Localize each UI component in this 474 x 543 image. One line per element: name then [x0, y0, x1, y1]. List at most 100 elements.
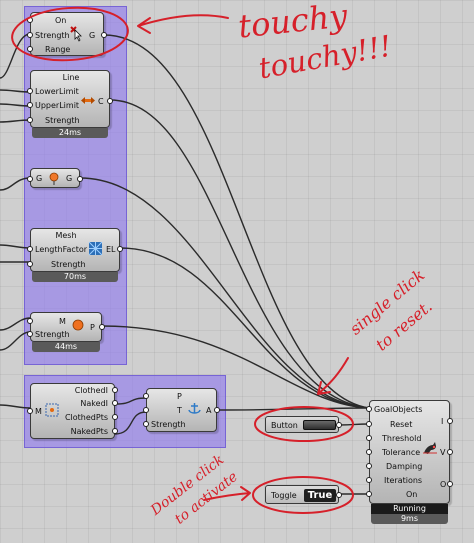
mstr-timing: 44ms: [32, 342, 100, 352]
solver-input-damping: Damping: [386, 462, 423, 471]
gate-strength-label: Strength: [35, 31, 70, 40]
clothed-out-4-grip[interactable]: [112, 428, 118, 434]
annotation-arrow-reset: [317, 357, 349, 395]
gate-output-label: G: [89, 31, 96, 40]
line-input-lowerlimit: LowerLimit: [35, 87, 79, 96]
solver-input-tolerance: Tolerance: [382, 448, 421, 457]
g-out-label: G: [66, 174, 73, 183]
solver-out-o-grip[interactable]: [447, 481, 453, 487]
mesh-component[interactable]: Mesh LengthFactor Strength EL: [27, 228, 123, 272]
clothed-out-1-grip[interactable]: [112, 387, 118, 393]
wire-anchor-goal: [216, 407, 370, 411]
annotation-arrow-gate: [137, 14, 229, 34]
anchor-in-p-grip[interactable]: [143, 393, 149, 399]
solver-in-on-grip[interactable]: [366, 491, 372, 497]
anchor-component[interactable]: P T Strength A: [143, 388, 220, 432]
mesh-in-strength-grip[interactable]: [27, 261, 33, 267]
mesh-in-lengthfactor-grip[interactable]: [27, 246, 33, 252]
g-in-label: G: [36, 174, 43, 183]
line-arrows-icon: [81, 97, 95, 104]
wire-mesh-goal: [119, 247, 370, 409]
line-in-upper-grip[interactable]: [27, 102, 33, 108]
kangaroo-icon: [423, 442, 437, 454]
solver-in-tolerance-grip[interactable]: [366, 449, 372, 455]
g-param-component[interactable]: G G: [27, 168, 83, 188]
button-out-grip[interactable]: [336, 422, 342, 428]
line-input-strength: Strength: [45, 116, 80, 125]
solver-status: Running: [371, 504, 448, 514]
solver-timing: 9ms: [371, 514, 448, 524]
mesh-title: Mesh: [55, 231, 77, 240]
mstr-in-m-grip[interactable]: [27, 318, 33, 324]
anchor-input-strength: Strength: [151, 420, 186, 429]
mstr-out-grip[interactable]: [99, 324, 105, 330]
solver-input-on: On: [406, 490, 418, 499]
line-timing: 24ms: [32, 128, 108, 138]
clothed-out-3-grip[interactable]: [112, 414, 118, 420]
kangaroo-solver-component[interactable]: GoalObjects Reset Threshold Tolerance Da…: [366, 400, 453, 504]
mesh-out-grip[interactable]: [117, 246, 123, 252]
solver-in-iterations-grip[interactable]: [366, 477, 372, 483]
clothed-out-nakedpts: NakedPts: [70, 427, 108, 436]
g-in-grip[interactable]: [27, 176, 33, 182]
gate-out-grip[interactable]: [101, 32, 107, 38]
toggle-label: Toggle: [271, 491, 297, 500]
anchor-in-t-grip[interactable]: [143, 407, 149, 413]
solver-in-reset-grip[interactable]: [366, 421, 372, 427]
anchor-icon: [188, 403, 201, 414]
solver-in-goal-grip[interactable]: [366, 406, 372, 412]
line-input-upperlimit: UpperLimit: [35, 101, 80, 110]
solver-output-v: V: [440, 448, 446, 457]
line-component[interactable]: Line LowerLimit UpperLimit Strength C: [27, 70, 113, 128]
line-out-grip[interactable]: [107, 98, 113, 104]
g-out-grip[interactable]: [77, 176, 83, 182]
gate-in-range-grip[interactable]: [27, 46, 33, 52]
anchor-out-grip[interactable]: [214, 407, 220, 413]
solver-out-v-grip[interactable]: [447, 449, 453, 455]
clothed-in-grip[interactable]: [27, 408, 33, 414]
solver-input-goalobjects: GoalObjects: [374, 405, 423, 414]
solver-input-threshold: Threshold: [382, 434, 422, 443]
gate-component[interactable]: On Strength Range G: [27, 12, 107, 56]
anchor-input-p: P: [177, 392, 182, 401]
anchor-input-t: T: [177, 406, 182, 415]
gate-range-label: Range: [45, 45, 71, 54]
reset-button[interactable]: [303, 420, 336, 430]
mstr-input-strength: Strength: [35, 330, 70, 339]
line-in-lower-grip[interactable]: [27, 88, 33, 94]
mesh-edges-icon: [88, 241, 103, 256]
wire-in-gate: [0, 33, 31, 79]
anchor-output-label: A: [206, 406, 212, 415]
wire-clothed-anchor-2: [114, 411, 147, 435]
clothed-out-2-grip[interactable]: [112, 400, 118, 406]
solver-input-reset: Reset: [390, 420, 413, 429]
toggle-out-grip[interactable]: [336, 492, 342, 498]
line-title: Line: [62, 73, 80, 82]
clothed-component[interactable]: M ClothedI NakedI ClothedPts NakedPts: [27, 383, 118, 439]
toggle-component[interactable]: Toggle True: [265, 485, 342, 504]
mstr-in-strength-grip[interactable]: [27, 331, 33, 337]
point-icon: [72, 319, 84, 331]
solver-in-damping-grip[interactable]: [366, 463, 372, 469]
wire-line-goal: [109, 99, 370, 409]
reset-button-component[interactable]: Button: [265, 416, 342, 433]
solver-out-i-grip[interactable]: [447, 418, 453, 424]
gate-on-label: On: [55, 16, 67, 25]
mesh-input-lengthfactor: LengthFactor: [35, 245, 88, 254]
gate-in-strength-grip[interactable]: [27, 32, 33, 38]
toggle-value[interactable]: True: [304, 489, 336, 502]
wire-clothed-anchor-1: [114, 397, 147, 405]
solver-in-threshold-grip[interactable]: [366, 435, 372, 441]
clothed-input-m: M: [35, 407, 42, 416]
mstr-input-m: M: [59, 317, 66, 326]
anchor-in-strength-grip[interactable]: [143, 421, 149, 427]
mesh-timing: 70ms: [32, 272, 118, 282]
wire-mstrength-goal: [101, 325, 370, 409]
pin-icon: [49, 172, 59, 185]
line-in-strength-grip[interactable]: [27, 117, 33, 123]
m-strength-component[interactable]: M Strength P: [27, 312, 105, 342]
annotation-circle-gate: [11, 6, 129, 62]
line-output-label: C: [98, 97, 104, 106]
